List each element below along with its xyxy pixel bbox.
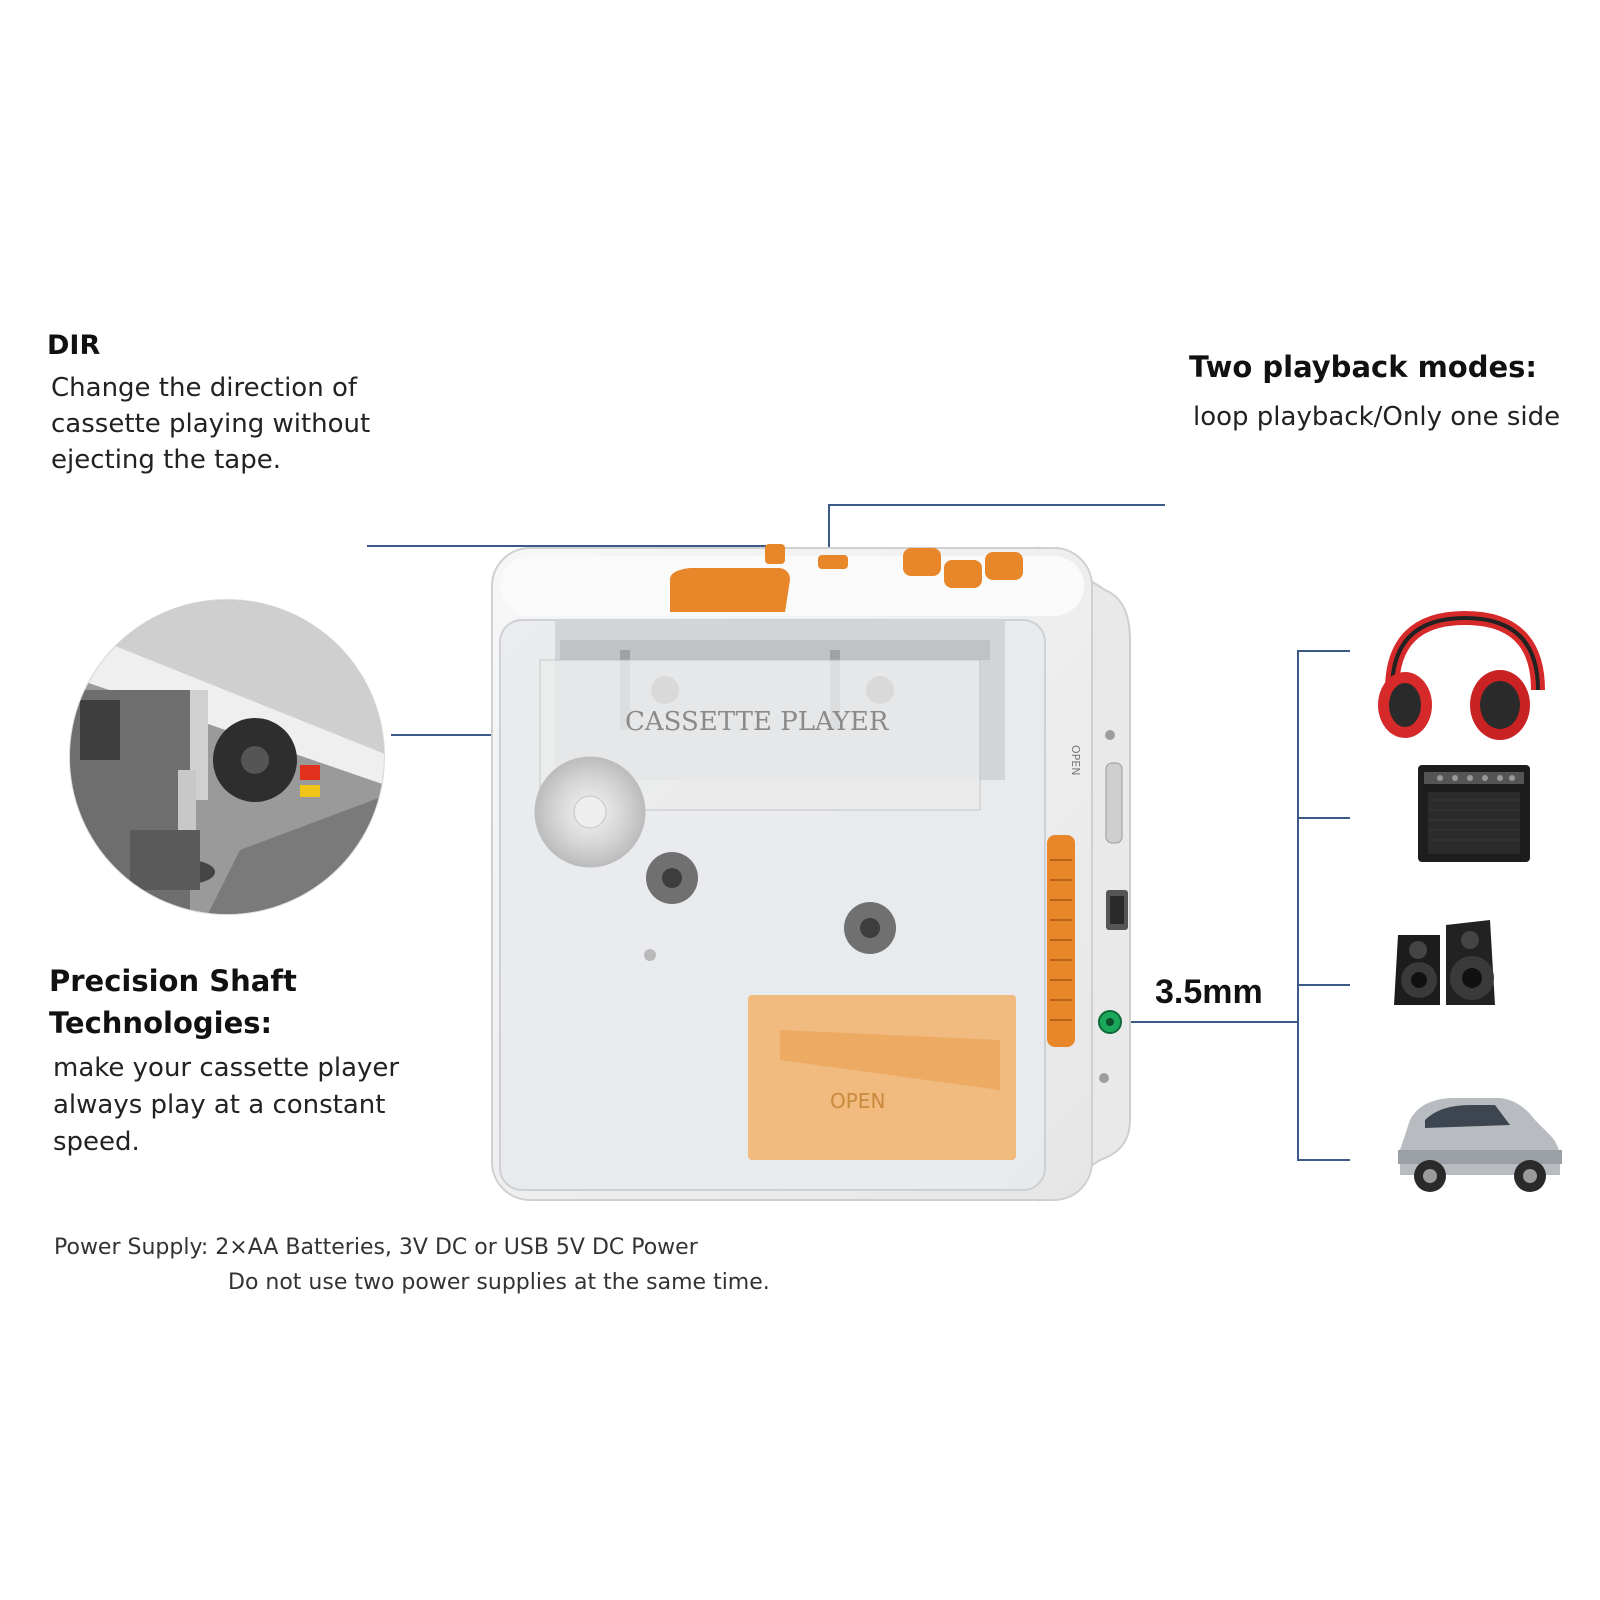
play-button: [944, 560, 982, 588]
playback-modes-description: loop playback/Only one side: [1193, 402, 1561, 432]
power-supply-line: Power Supply: 2×AA Batteries, 3V DC or U…: [54, 1235, 698, 1260]
mode-button: [818, 555, 848, 569]
screw-top: [1105, 730, 1115, 740]
dir-button: [765, 544, 785, 564]
lid-logo-text: CASSETTE PLAYER: [625, 707, 890, 737]
guitar-amplifier-icon: [1418, 765, 1530, 862]
forward-button: [985, 552, 1023, 580]
cassette-player: CASSETTE PLAYER OPEN OPEN: [491, 544, 1131, 1202]
dir-feature-title: DIR: [47, 330, 101, 361]
speakers-icon: [1394, 920, 1495, 1005]
screw-bottom: [1099, 1073, 1109, 1083]
eject-button: [670, 568, 790, 612]
rewind-button: [903, 548, 941, 576]
car-icon: [1398, 1098, 1562, 1192]
headphones-icon: [1378, 610, 1545, 740]
side-open-label: OPEN: [1069, 745, 1082, 775]
jack-size-label: 3.5mm: [1155, 973, 1263, 1011]
open-slider-label: OPEN: [830, 1089, 885, 1113]
playback-callout-line: [828, 504, 1165, 557]
power-warning-line: Do not use two power supplies at the sam…: [228, 1270, 770, 1295]
precision-shaft-title: Precision Shaft Technologies:: [49, 964, 297, 1040]
dir-feature-description: Change the direction of cassette playing…: [51, 373, 371, 475]
precision-shaft-description: make your cassette player always play at…: [53, 1053, 400, 1157]
mechanism-closeup-circle: [69, 599, 385, 915]
playback-modes-title: Two playback modes:: [1189, 350, 1538, 384]
card-slot: [1105, 762, 1123, 844]
